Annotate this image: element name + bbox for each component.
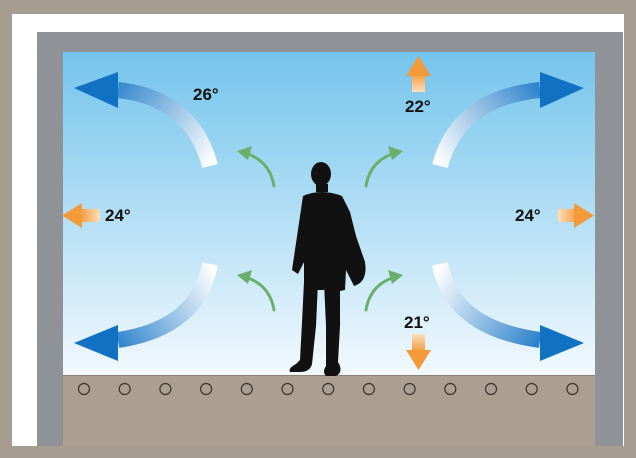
- floor: [63, 375, 595, 446]
- temperature-top-right: 22°: [405, 98, 431, 115]
- temperature-top-left: 26°: [193, 86, 219, 103]
- temperature-right: 24°: [515, 207, 541, 224]
- temperature-left: 24°: [105, 207, 131, 224]
- temperature-bottom: 21°: [404, 314, 430, 331]
